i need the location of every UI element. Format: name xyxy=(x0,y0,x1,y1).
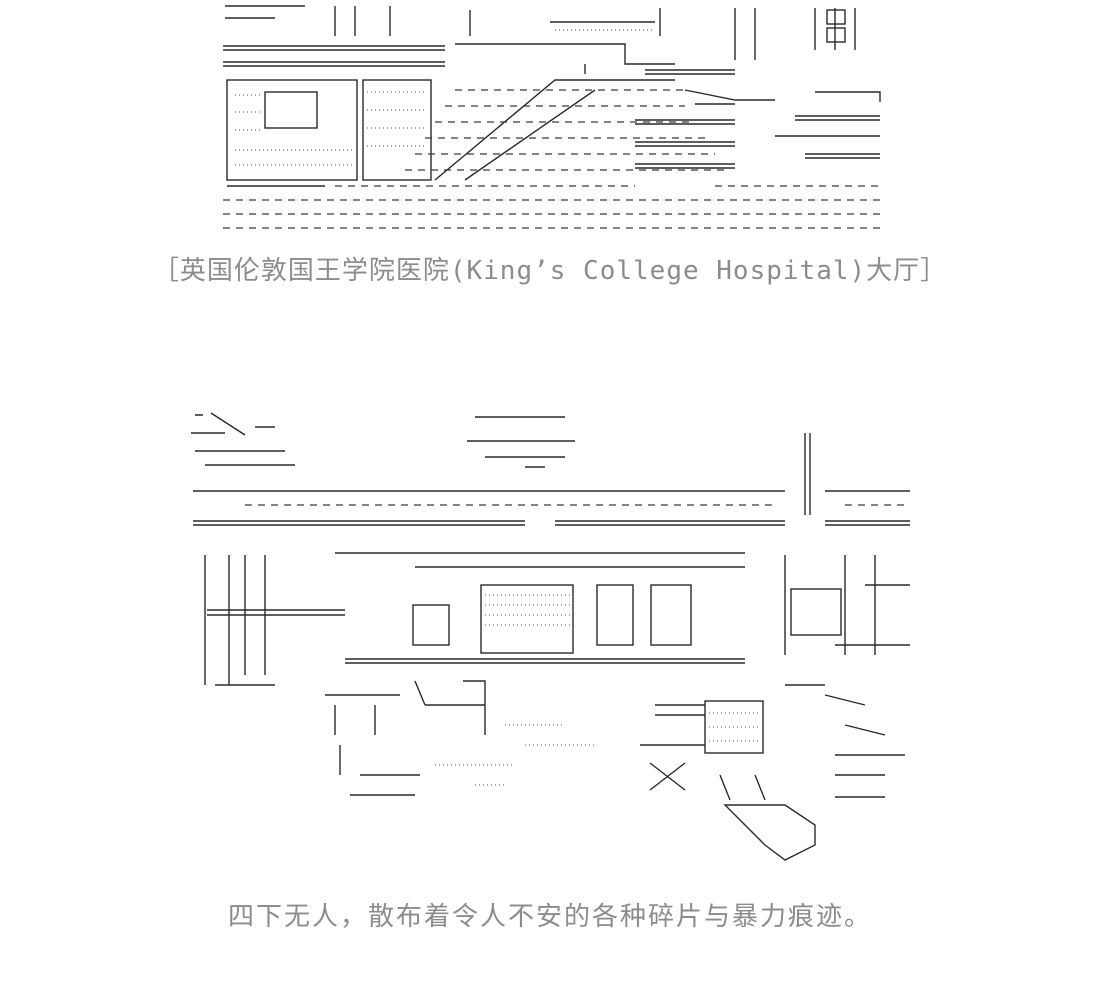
debris-corridor-art xyxy=(185,405,915,875)
hospital-hall-art xyxy=(215,0,887,232)
debris-caption: 四下无人，散布着令人不安的各种碎片与暴力痕迹。 xyxy=(227,902,872,932)
hall-caption: ［英国伦敦国王学院医院(King’s College Hospital)大厅］ xyxy=(152,256,948,286)
